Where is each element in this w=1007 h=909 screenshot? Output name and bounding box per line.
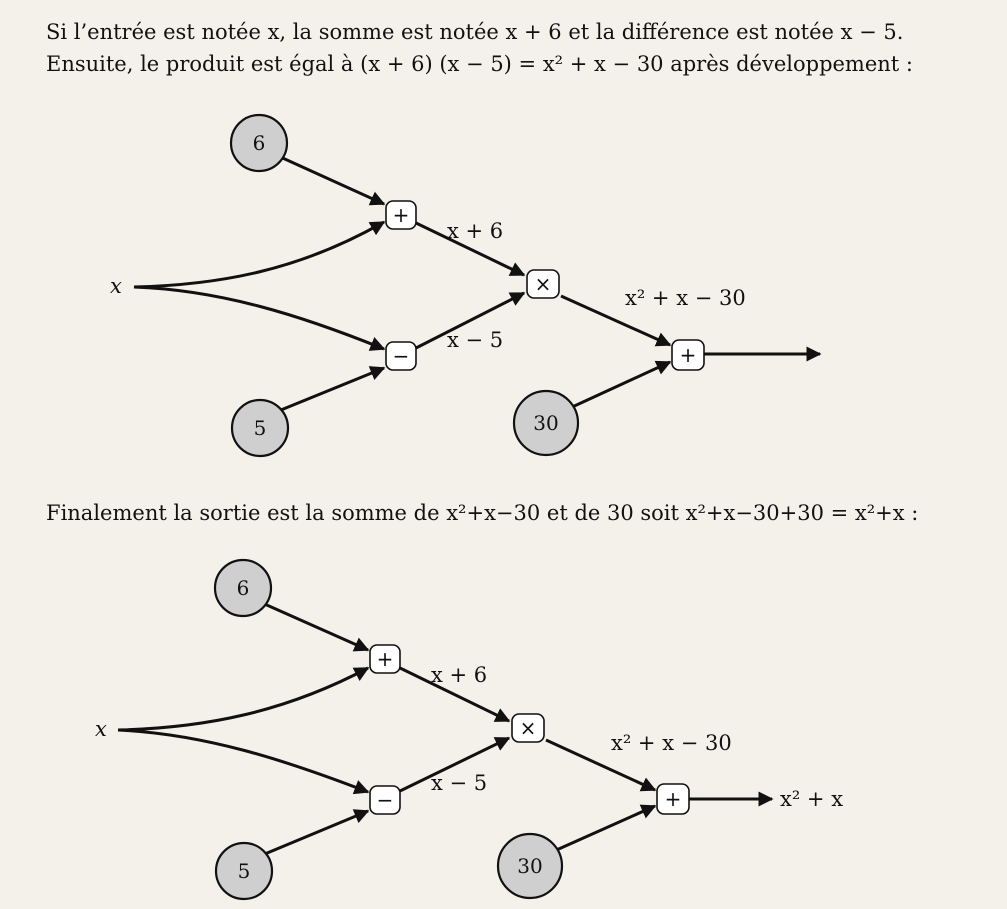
op-times-box (526, 269, 560, 299)
edge-minus-to-times (399, 736, 511, 793)
input-x-label: x (110, 274, 122, 298)
label-product: x² + x − 30 (625, 286, 746, 310)
input-x-label: x (95, 717, 107, 741)
op-minus-symbol: − (377, 788, 394, 812)
label-sum: x + 6 (431, 663, 487, 687)
op-plus2-box (656, 783, 690, 815)
node-30 (512, 389, 580, 457)
intro-line-2: Ensuite, le produit est égal à (x + 6) (… (46, 52, 913, 76)
node-5 (214, 841, 274, 901)
op-plus-box (385, 200, 417, 230)
op-minus-symbol: − (393, 344, 410, 368)
edge-plus-to-times (415, 221, 526, 277)
label-diff: x − 5 (431, 771, 487, 795)
edge-6-to-plus (259, 600, 370, 652)
node-5-label: 5 (238, 859, 251, 883)
edge-5-to-minus (275, 366, 386, 414)
op-times-symbol: × (535, 272, 552, 296)
node-6 (229, 113, 289, 173)
edge-times-to-plus2 (560, 294, 672, 347)
edge-30-to-plus2 (569, 360, 672, 410)
edge-30-to-plus2 (551, 804, 657, 854)
diagram-2: 6 5 30 + − × + x x + 6 x − 5 x² + x − 30… (95, 558, 843, 901)
op-plus-box (369, 644, 401, 674)
node-30-label: 30 (517, 854, 542, 878)
edge-6-to-plus (275, 153, 386, 206)
op-times-box (511, 713, 545, 743)
edge-x-to-plus (117, 666, 370, 732)
node-6-label: 6 (237, 576, 250, 600)
edge-x-to-minus (133, 285, 386, 351)
conclusion-line: Finalement la sortie est la somme de x²+… (46, 501, 919, 525)
edge-minus-to-times (415, 291, 526, 350)
output-label: x² + x (780, 787, 843, 811)
edge-x-to-minus (117, 728, 370, 795)
op-minus-box (369, 785, 401, 815)
edge-x-to-plus (133, 220, 386, 289)
edge-5-to-minus (259, 809, 370, 858)
node-30 (496, 832, 564, 900)
op-plus2-symbol: + (665, 787, 682, 811)
label-product: x² + x − 30 (611, 731, 732, 755)
op-plus2-box (671, 339, 705, 371)
node-6-label: 6 (253, 131, 266, 155)
op-plus2-symbol: + (680, 343, 697, 367)
op-minus-box (385, 341, 417, 371)
node-5-label: 5 (254, 416, 267, 440)
edge-plus-to-times (399, 666, 511, 723)
diagram-1: 6 5 30 + − × + x x + 6 x − 5 x² + x − 30 (110, 113, 822, 458)
label-sum: x + 6 (447, 219, 503, 243)
op-times-symbol: × (520, 716, 537, 740)
intro-line-1: Si l’entrée est notée x, la somme est no… (46, 20, 904, 44)
node-5 (230, 398, 290, 458)
op-plus-symbol: + (377, 647, 394, 671)
node-6 (213, 558, 273, 618)
op-plus-symbol: + (393, 203, 410, 227)
edge-times-to-plus2 (545, 738, 657, 792)
label-diff: x − 5 (447, 328, 503, 352)
node-30-label: 30 (533, 411, 558, 435)
